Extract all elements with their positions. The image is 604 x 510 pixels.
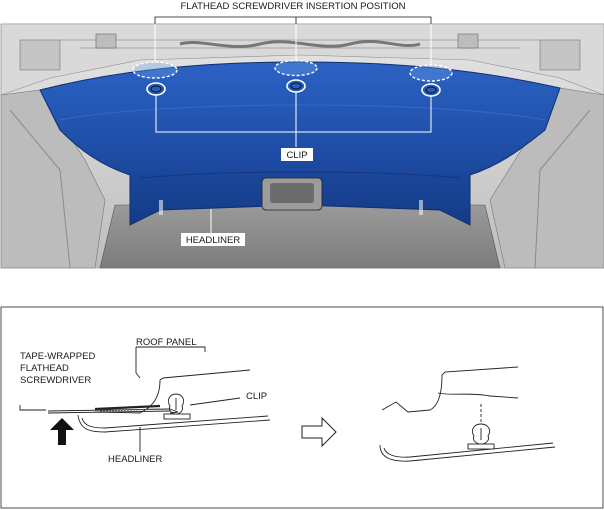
headliner-shape-right — [379, 444, 556, 462]
label-headliner-bottom: HEADLINER — [108, 454, 163, 465]
roof-panel-line-left — [94, 369, 251, 414]
label-roof-panel: ROOF PANEL — [136, 337, 197, 348]
label-tool-line1: TAPE-WRAPPED — [20, 351, 95, 362]
insertion-position-center — [274, 59, 318, 77]
push-up-arrow — [50, 418, 74, 445]
label-clip-top: CLIP — [286, 150, 307, 161]
clip-removal-detail — [19, 346, 271, 452]
roof-panel-line-right — [381, 366, 519, 413]
headliner-panel — [39, 61, 561, 226]
insertion-position-left — [132, 61, 178, 79]
roof-structure — [0, 23, 604, 96]
insertion-position-right — [409, 64, 453, 82]
label-tool-line3: SCREWDRIVER — [20, 375, 91, 386]
label-headliner-top: HEADLINER — [186, 235, 241, 246]
headliner-shape-left — [77, 414, 271, 433]
label-clip-bottom: CLIP — [246, 391, 267, 402]
clip-leader-lines — [155, 92, 432, 147]
label-tool-line2: FLATHEAD — [20, 363, 69, 374]
next-step-arrow — [301, 416, 337, 448]
label-headliner-bg — [181, 233, 245, 246]
vehicle-interior-view — [0, 16, 604, 269]
detail-frame — [0, 306, 604, 509]
label-clip-bg — [281, 148, 313, 161]
clip-released-detail — [379, 366, 556, 462]
label-insertion-position: FLATHEAD SCREWDRIVER INSERTION POSITION — [180, 1, 405, 12]
